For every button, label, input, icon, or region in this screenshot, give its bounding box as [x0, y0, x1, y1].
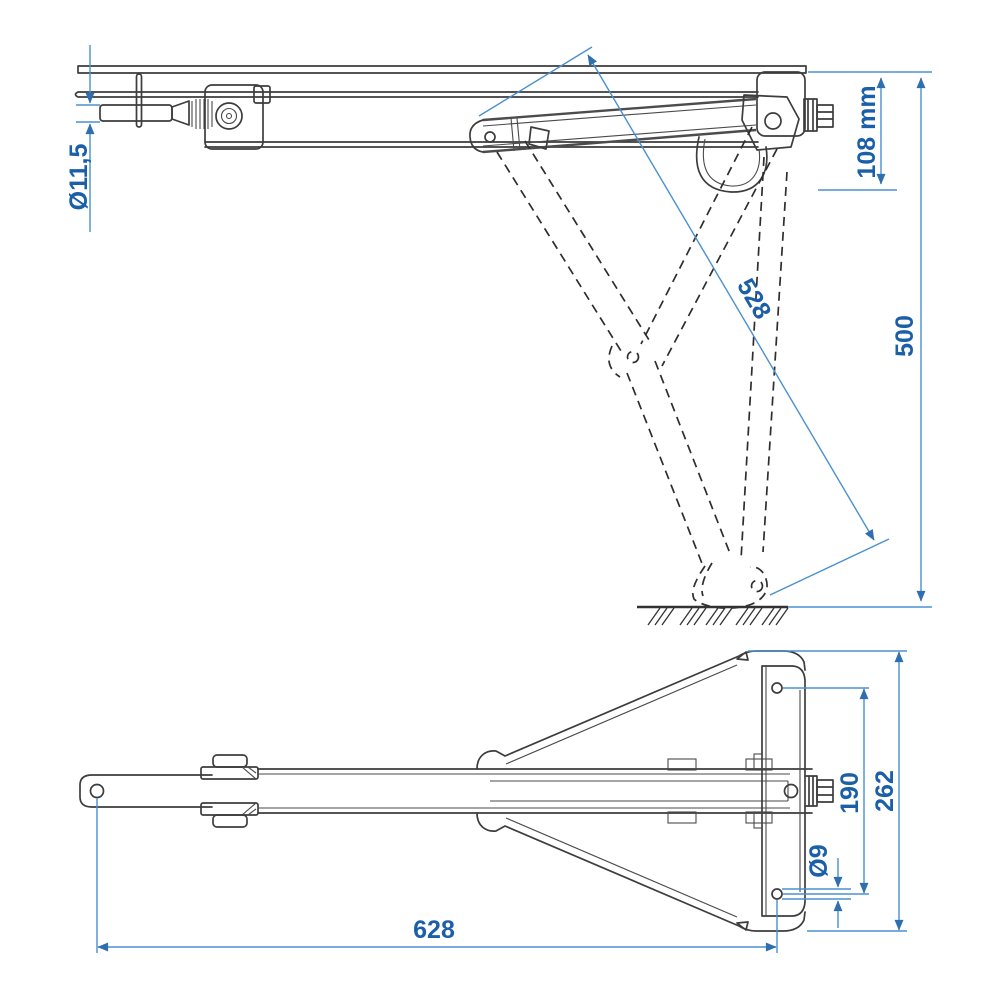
leg-length-label: 528 — [731, 274, 776, 324]
spring-coil — [191, 99, 213, 129]
pivot-hole — [764, 112, 782, 130]
main-leg-upper — [640, 126, 778, 367]
dim-hole-pitch: 190 — [783, 687, 869, 895]
pivot-body — [756, 71, 806, 137]
side-view: Ø11,5 108 mm 500 528 — [65, 45, 932, 626]
gearbox-housing — [204, 84, 271, 150]
pivot-height-label: 108 mm — [853, 85, 881, 178]
dim-hole-diameter: Ø9 — [782, 844, 851, 928]
gear-boss — [215, 102, 243, 130]
swing-leg-extended-dashed — [496, 126, 788, 609]
rod-diameter-label: Ø11,5 — [65, 144, 93, 211]
link-arm-upper — [496, 140, 650, 352]
hole-pitch-label: 190 — [836, 772, 864, 814]
leg-end-cap — [469, 119, 484, 153]
clamp-bracket-plan — [200, 754, 259, 828]
spindle-collar-plan — [804, 775, 818, 807]
mount-hole-bottom — [771, 888, 783, 900]
ground-line — [637, 605, 789, 626]
ground-hatching — [647, 607, 789, 626]
link-eye — [484, 131, 496, 143]
dim-pivot-height: 108 mm — [808, 71, 932, 191]
foot-pivot-hole — [750, 579, 764, 593]
crank-cone — [171, 100, 190, 126]
spindle-nut-plan — [816, 779, 834, 803]
overall-length-label: 628 — [413, 916, 455, 944]
locking-pin — [135, 73, 143, 128]
handle-hole — [89, 783, 105, 799]
dim-overall-height: 500 — [788, 77, 932, 608]
plan-view: 628 190 262 Ø9 — [79, 650, 907, 953]
main-leg-lower — [740, 156, 788, 561]
link-arm-lower — [626, 360, 732, 567]
overall-height-label: 500 — [891, 315, 919, 357]
gusset-plates-plan — [476, 650, 806, 932]
dim-overall-width: 262 — [748, 650, 907, 932]
pivot-bracket — [741, 71, 834, 151]
latch-tab — [253, 85, 271, 104]
knee-joint-cap — [608, 345, 621, 378]
spindle-nut — [816, 104, 834, 128]
spindle-center-hole — [783, 783, 799, 799]
knee-joint-hole — [626, 350, 640, 364]
foot-extended — [692, 562, 768, 609]
dim-overall-length: 628 — [96, 798, 778, 953]
swing-leg-retracted — [469, 97, 757, 154]
mount-hole-top — [771, 682, 783, 694]
mounting-plate-plan — [736, 651, 834, 931]
crank-handle — [99, 73, 213, 129]
dim-rod-diameter: Ø11,5 — [65, 45, 100, 232]
foot-retracted — [695, 136, 768, 193]
hole-diameter-label: Ø9 — [805, 844, 833, 877]
leg-clip — [528, 126, 550, 150]
main-channel-plan — [257, 758, 813, 824]
spindle-collar — [803, 98, 818, 132]
overall-width-label: 262 — [871, 770, 899, 812]
handle-rod-plan — [79, 774, 213, 808]
